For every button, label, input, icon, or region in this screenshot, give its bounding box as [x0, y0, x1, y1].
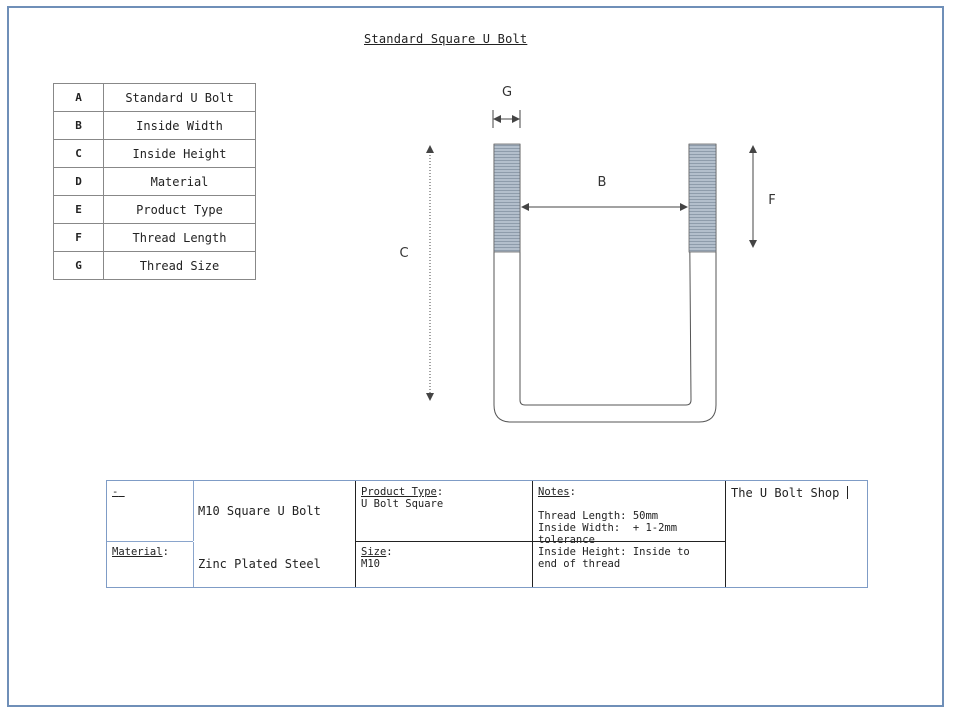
notes-colon: : [569, 486, 576, 498]
notes-line: Inside Width: + 1-2mm [538, 522, 678, 534]
divider [355, 541, 532, 542]
notes-line: end of thread [538, 558, 621, 570]
drawing-title: Standard Square U Bolt [364, 32, 528, 46]
right-thread [688, 143, 717, 253]
legend-value: Inside Height [103, 139, 256, 168]
page-frame [7, 6, 944, 707]
material-value: Zinc Plated Steel [198, 557, 321, 571]
text-cursor [846, 486, 848, 499]
material-label: Material [112, 546, 163, 558]
legend-key: C [53, 139, 104, 168]
size-label: Size [361, 546, 387, 558]
dash-cell: - [112, 486, 125, 498]
legend-key: G [53, 251, 104, 280]
material-label-cell: Material: [112, 546, 169, 558]
legend-value: Standard U Bolt [103, 83, 256, 112]
legend-value: Product Type [103, 195, 256, 224]
u-bolt-inner-outline [519, 143, 692, 406]
legend-value: Inside Width [103, 111, 256, 140]
shop-name-cell[interactable]: The U Bolt Shop [731, 486, 848, 499]
dim-b-label: B [598, 175, 607, 190]
notes-cell: Notes: Thread Length: 50mm Inside Width:… [538, 486, 723, 570]
divider [193, 481, 194, 587]
divider [532, 481, 533, 587]
size-colon: : [386, 546, 393, 558]
legend-value: Material [103, 167, 256, 196]
material-colon: : [162, 546, 169, 558]
shop-name: The U Bolt Shop [731, 486, 840, 500]
dash-underline-pad [118, 486, 124, 498]
left-thread [493, 143, 521, 253]
product-type-cell: Product Type: U Bolt Square [361, 486, 443, 510]
legend-key: F [53, 223, 104, 252]
size-cell: Size: M10 [361, 546, 393, 570]
notes-line: Inside Height: Inside to [538, 546, 690, 558]
legend-key: B [53, 111, 104, 140]
dim-f-label: F [768, 193, 775, 208]
notes-line: tolerance [538, 534, 595, 546]
legend-value: Thread Size [103, 251, 256, 280]
divider [725, 481, 726, 587]
legend-value: Thread Length [103, 223, 256, 252]
product-type-colon: : [436, 486, 444, 498]
dash-label: - [112, 486, 119, 498]
notes-line: Thread Length: 50mm [538, 510, 659, 522]
divider [355, 481, 356, 587]
product-type-value: U Bolt Square [361, 498, 444, 510]
u-bolt-outline [493, 144, 717, 423]
legend-key: A [53, 83, 104, 112]
divider [532, 541, 725, 542]
product-name: M10 Square U Bolt [198, 504, 321, 518]
legend-key: D [53, 167, 104, 196]
dim-g-label: G [502, 85, 512, 100]
product-type-label: Product Type [361, 486, 437, 498]
notes-label: Notes [538, 486, 570, 498]
divider [193, 541, 355, 542]
title-block: - M10 Square U Bolt Product Type: U Bolt… [106, 480, 868, 588]
divider [107, 541, 193, 542]
size-value: M10 [361, 558, 380, 570]
dim-c-label: C [399, 246, 408, 261]
